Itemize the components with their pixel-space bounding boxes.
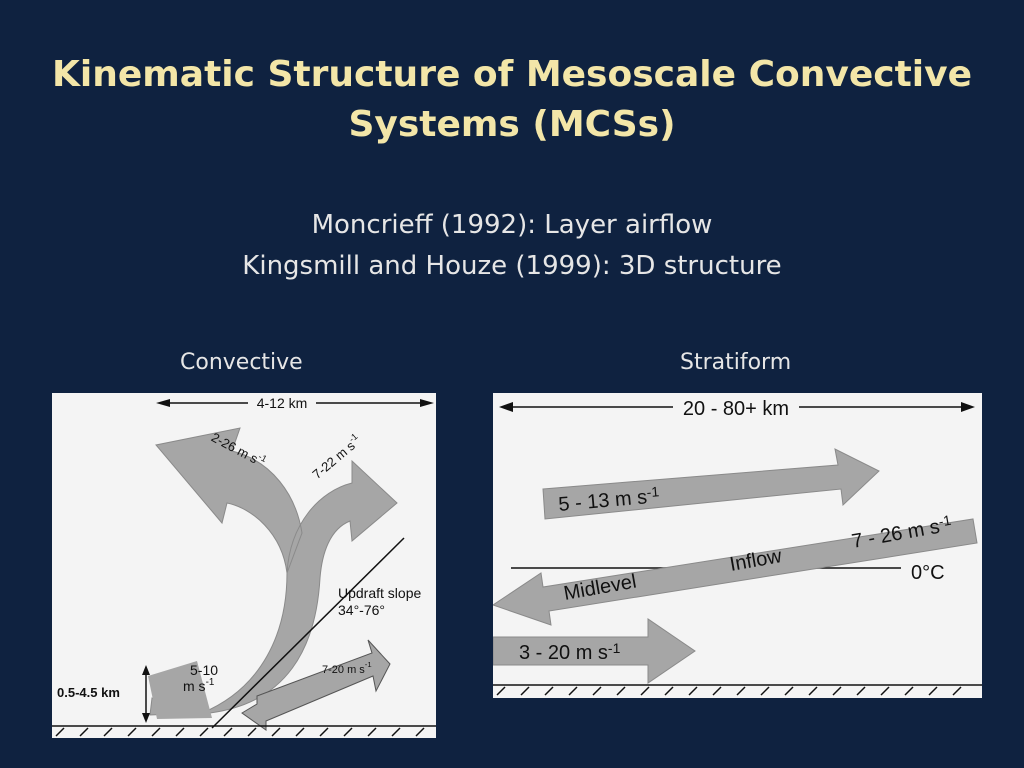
lower-flow-speed-exponent: -1 — [608, 640, 621, 656]
updraft-slope-line — [211, 537, 405, 729]
updraft-base-arrowhead — [148, 661, 212, 719]
lower-inflow-speed: 7-20 m s-1 — [322, 660, 372, 676]
stratiform-ground — [493, 684, 982, 696]
convective-width-arrow: 4-12 km — [156, 394, 434, 412]
upper-flow-arrow — [542, 448, 880, 520]
midlevel-speed-exponent: -1 — [937, 512, 952, 530]
title-line-1: Kinematic Structure of Mesoscale Convect… — [51, 54, 973, 95]
reference-moncrieff: Moncrieff (1992): Layer airflow — [311, 210, 713, 240]
inflow-base-unit-exponent: -1 — [206, 677, 215, 688]
reference-kingsmill-houze: Kingsmill and Houze (1999): 3D structure — [242, 251, 782, 281]
upper-flow-speed-exponent: -1 — [646, 483, 660, 500]
freezing-level-label: 0°C — [911, 562, 945, 584]
stratiform-label: Stratiform — [680, 350, 792, 375]
convective-diagram: 4-12 km 2-26 m s-1 7-22 m s-1 Updraft sl… — [52, 393, 436, 738]
title-line-2: Systems (MCSs) — [348, 104, 676, 145]
lower-inflow-arrow — [241, 639, 391, 731]
stratiform-width-label: 20 - 80+ km — [683, 398, 789, 420]
lower-flow-arrow — [492, 618, 696, 684]
convective-label: Convective — [180, 350, 303, 375]
height-marker — [142, 665, 150, 723]
lower-inflow-speed-exponent: -1 — [365, 660, 372, 669]
stratiform-diagram: 20 - 80+ km 5 - 13 m s-1 0°C Midlevel In… — [491, 393, 982, 698]
right-branch-speed-exponent: -1 — [347, 431, 360, 444]
slide-title: Kinematic Structure of Mesoscale Convect… — [40, 50, 984, 150]
inflow-base-unit: m s-1 — [183, 677, 214, 694]
left-branch-speed-exponent: -1 — [257, 451, 269, 464]
inflow-base-speed: 5-10 — [190, 662, 218, 678]
convective-ground — [52, 725, 436, 737]
updraft-slope-angle: 34°-76° — [338, 602, 385, 618]
height-label: 0.5-4.5 km — [57, 685, 120, 700]
lower-flow-speed: 3 - 20 m s-1 — [519, 640, 621, 664]
stratiform-width-arrow: 20 - 80+ km — [499, 395, 975, 420]
updraft-arrow — [149, 427, 398, 716]
midlevel-inflow-arrow — [491, 518, 978, 626]
convective-width-label: 4-12 km — [257, 395, 308, 411]
updraft-slope-label: Updraft slope — [338, 585, 421, 601]
